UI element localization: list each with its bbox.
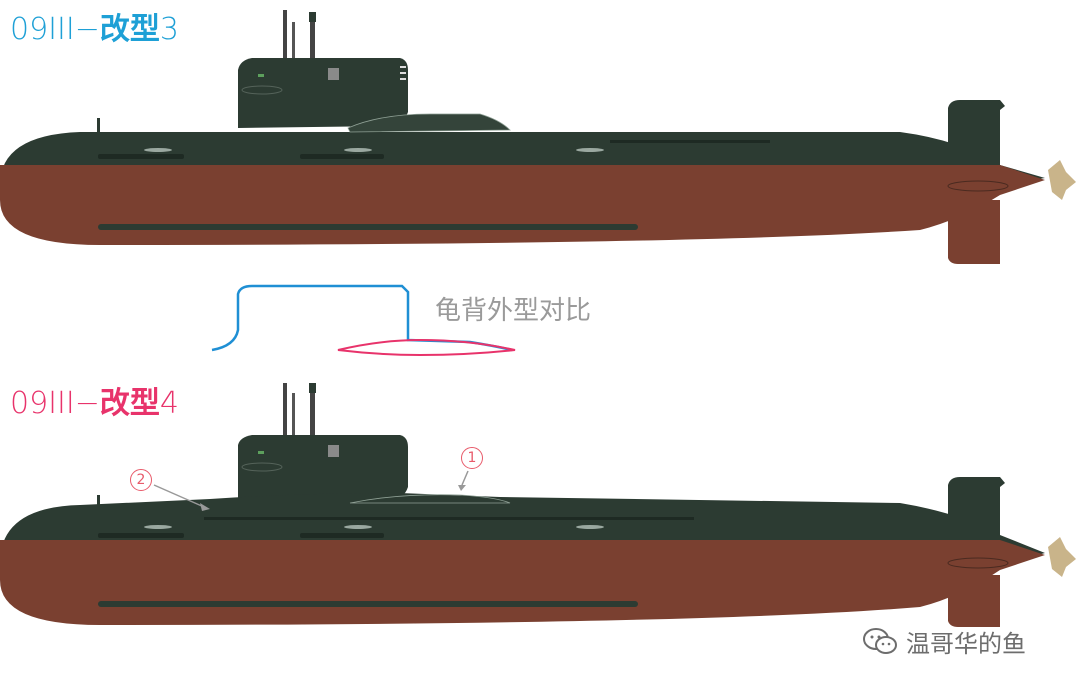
submarine-profile-b <box>0 383 1076 627</box>
marker-1: 1 <box>461 447 483 469</box>
title-variant-3: 09III−改型3 <box>10 4 179 48</box>
submarine-profile-a <box>0 10 1076 264</box>
marker-2: 2 <box>130 469 152 491</box>
comparison-label: 龟背外型对比 <box>435 296 592 326</box>
title-number: 3 <box>159 12 179 47</box>
watermark: 温哥华的鱼 <box>862 624 1026 659</box>
watermark-text: 温哥华的鱼 <box>906 630 1026 658</box>
title-name: 改型 <box>99 386 160 421</box>
title-number: 4 <box>159 386 179 421</box>
wechat-icon <box>863 627 897 654</box>
title-variant-4: 09III−改型4 <box>10 378 179 422</box>
title-code: 09III− <box>10 12 100 47</box>
turtleback-comparison-outline <box>211 284 516 357</box>
title-name: 改型 <box>99 12 160 47</box>
title-code: 09III− <box>10 386 100 421</box>
